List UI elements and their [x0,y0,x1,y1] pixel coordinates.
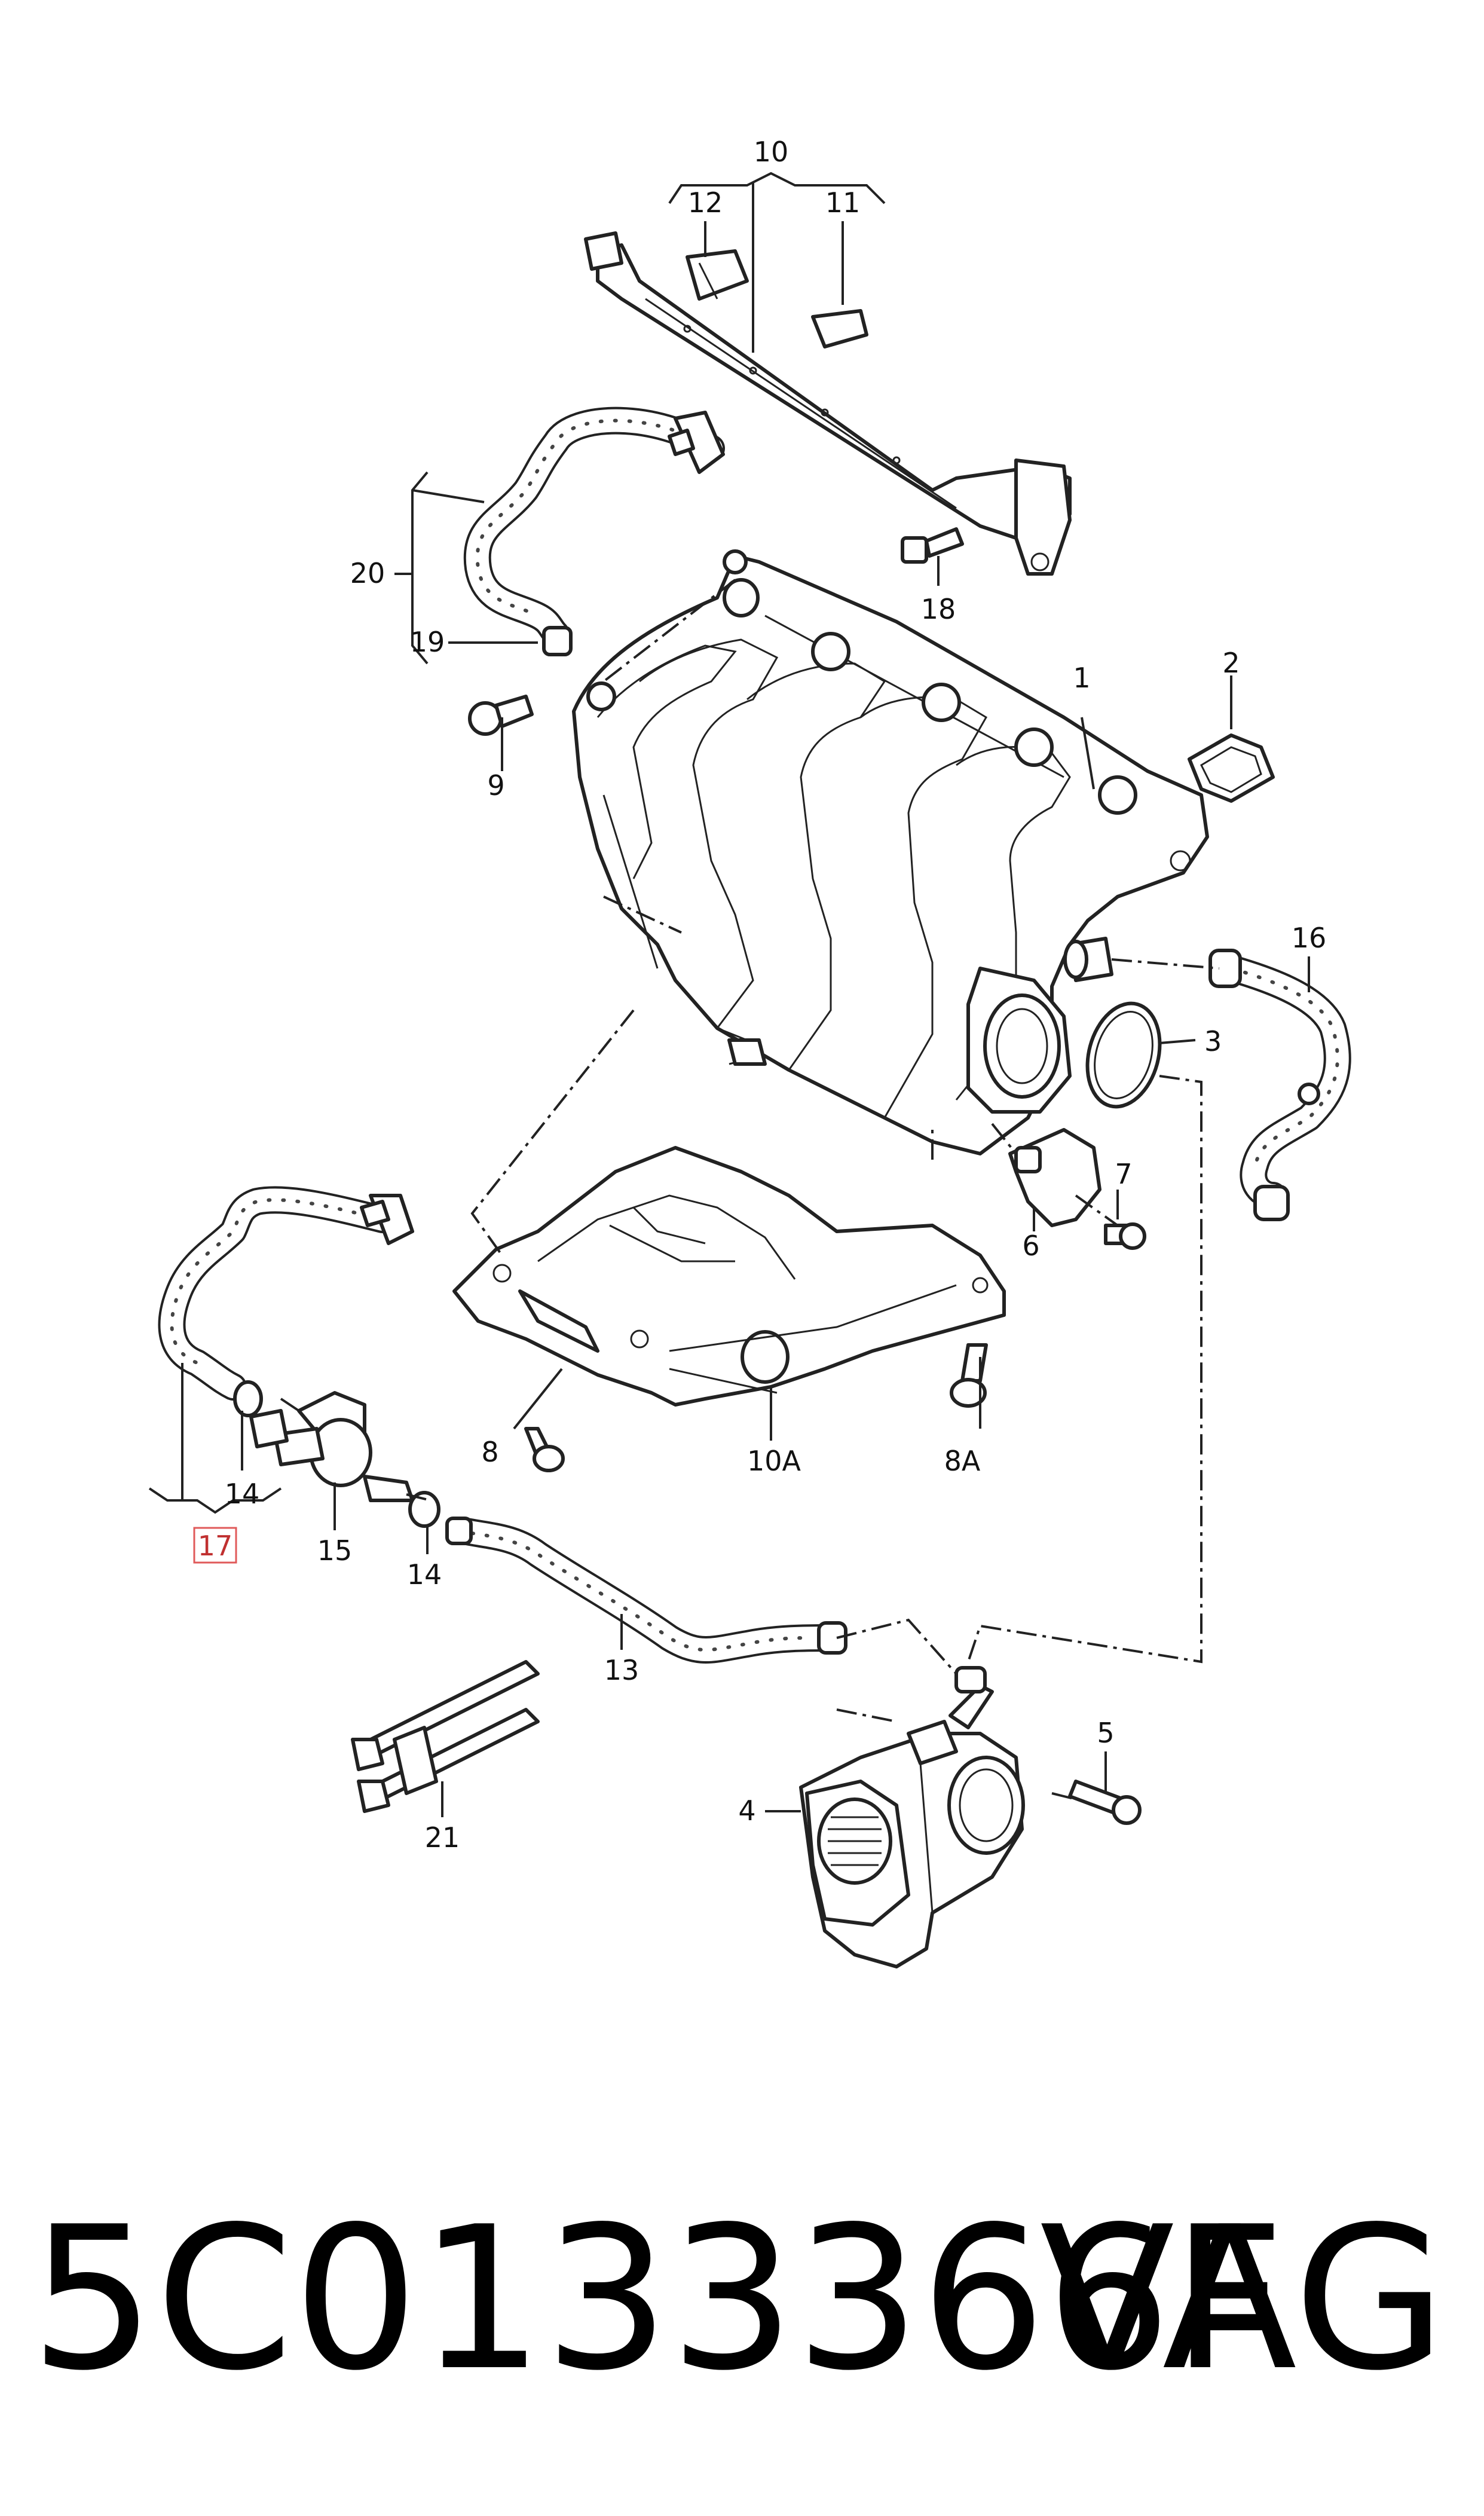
bolt-5 [1068,1780,1142,1825]
label-6: 6 [1022,1230,1039,1262]
label-10a: 10A [747,1445,801,1477]
label-16: 16 [1292,922,1327,954]
label-12: 12 [688,187,723,219]
label-19: 19 [410,626,445,658]
label-21: 21 [425,1821,460,1854]
hose-16 [1208,949,1351,1221]
label-18: 18 [921,593,956,625]
gasket-2 [1188,733,1275,803]
label-8: 8 [481,1436,498,1468]
label-17: 17 [198,1530,233,1562]
valve-15 [249,1391,414,1502]
brand-name: VAG [1040,2184,1446,2414]
clamp-14-right [408,1491,440,1528]
hose-17 [158,1186,414,1401]
label-10: 10 [754,136,789,168]
hose-holder-21 [351,1660,540,1813]
hose-13 [445,1517,847,1664]
fuel-rail-bracket [584,231,1072,576]
label-4: 4 [738,1794,755,1827]
label-20: 20 [350,557,385,589]
label-13: 13 [604,1654,640,1686]
part-number: 5C0133366F [30,2184,1285,2414]
label-14-left: 14 [225,1478,260,1510]
sensor-6 [1008,1128,1101,1227]
bolt-7 [1104,1222,1146,1250]
assembly-dash-lines [280,579,1220,1800]
callout-labels: 10 12 11 18 20 19 9 1 2 16 3 7 6 8 10A 8… [193,136,1327,1854]
bolt-8 [524,1427,565,1472]
clip-11 [811,309,868,348]
label-9: 9 [487,769,504,802]
label-7: 7 [1115,1158,1132,1190]
hose-20 [463,406,725,656]
label-2: 2 [1222,647,1240,679]
label-11: 11 [825,187,861,219]
label-3: 3 [1204,1025,1222,1057]
clip-12 [686,249,749,301]
throttle-body-4 [799,1666,1025,1968]
engine-cover-10a [452,1146,1006,1407]
leader-lines [148,172,1310,1817]
o-ring-3 [1085,1001,1162,1109]
footer: 5C0133366F VAG [30,2184,1446,2414]
intake-manifold [572,549,1209,1155]
label-8a: 8A [944,1445,981,1477]
label-1: 1 [1073,662,1090,694]
bolt-18 [901,527,964,564]
clamp-14-left [233,1380,263,1417]
label-15: 15 [317,1534,353,1567]
label-14-right: 14 [407,1558,442,1591]
label-5: 5 [1097,1717,1114,1749]
label-17-highlight [193,1527,237,1564]
